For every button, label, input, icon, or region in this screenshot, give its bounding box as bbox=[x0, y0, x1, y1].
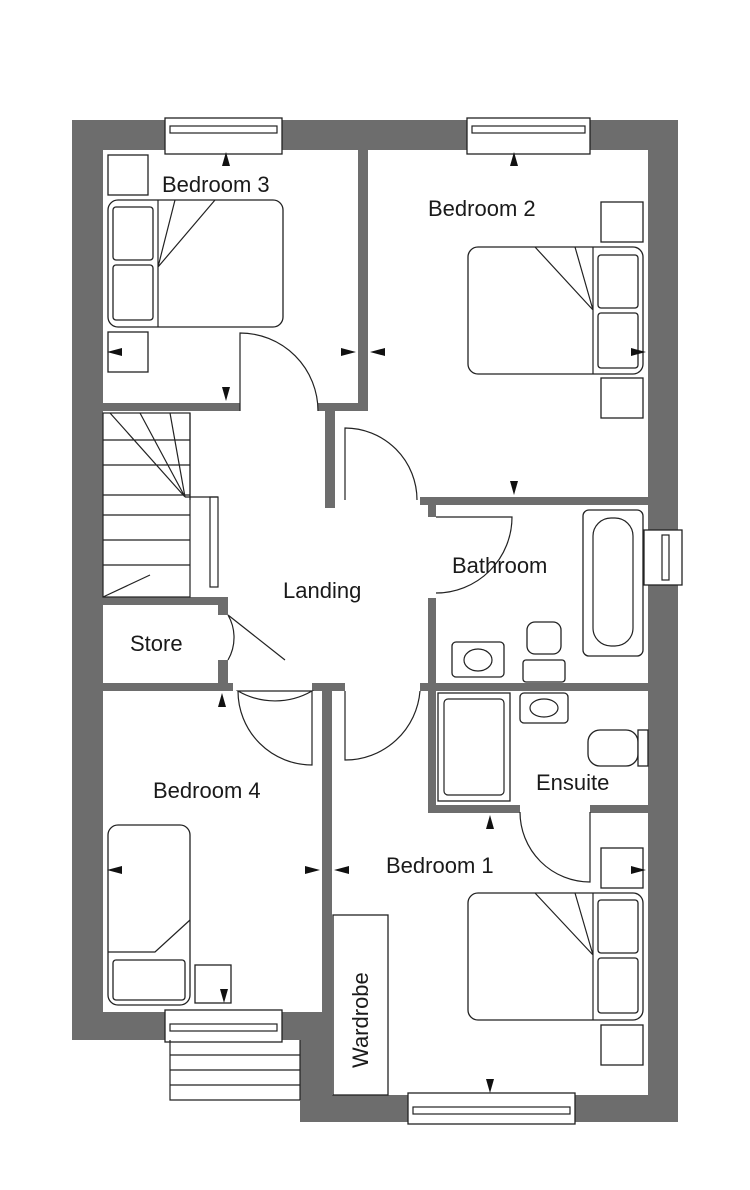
label-bedroom3: Bedroom 3 bbox=[162, 172, 270, 197]
furniture bbox=[107, 154, 649, 1096]
steps-outside bbox=[169, 1040, 301, 1101]
label-bedroom4: Bedroom 4 bbox=[153, 778, 261, 803]
label-ensuite: Ensuite bbox=[536, 770, 609, 795]
stairs bbox=[102, 412, 219, 598]
arrows bbox=[107, 152, 646, 1093]
label-wardrobe: Wardrobe bbox=[348, 972, 373, 1068]
label-landing: Landing bbox=[283, 578, 361, 603]
label-bathroom: Bathroom bbox=[452, 553, 547, 578]
label-bedroom2: Bedroom 2 bbox=[428, 196, 536, 221]
room-labels: Bedroom 3 Bedroom 2 Bathroom Landing Sto… bbox=[130, 172, 609, 1068]
doors bbox=[227, 332, 591, 883]
label-store: Store bbox=[130, 631, 183, 656]
windows bbox=[164, 117, 683, 1125]
label-bedroom1: Bedroom 1 bbox=[386, 853, 494, 878]
